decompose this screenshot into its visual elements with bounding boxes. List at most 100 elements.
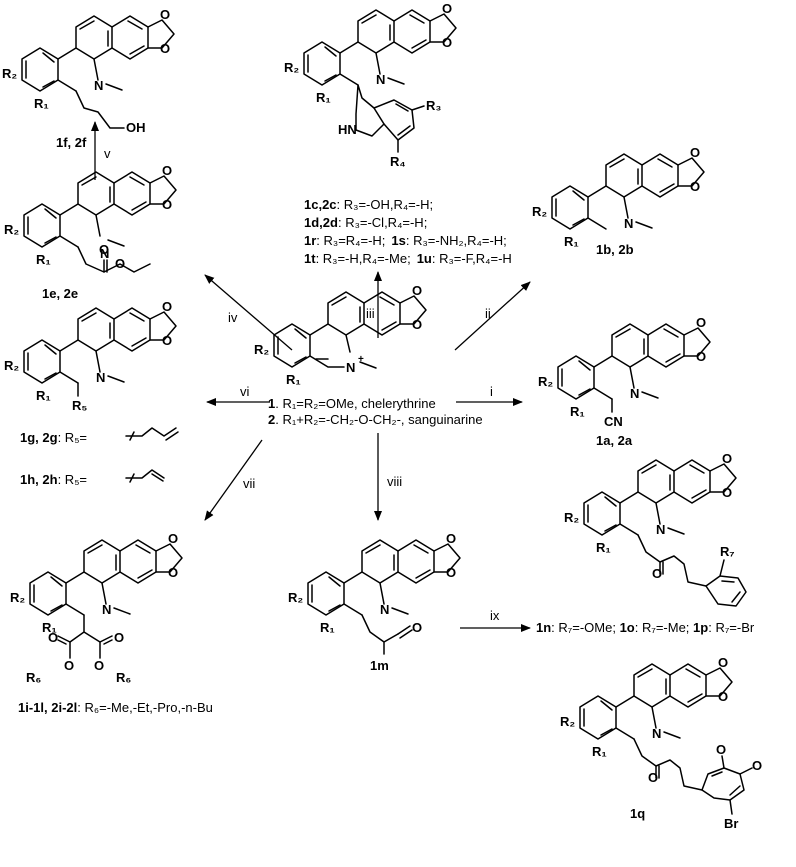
compound-1i-structure: N O O O O O O R₆ R₆ R₂ R₁: [10, 531, 183, 685]
n-atom: N: [624, 216, 633, 231]
r3-label: R₃: [426, 98, 441, 113]
ester-o: O: [94, 658, 104, 673]
definition-1c2c: : R₃=-OH,R₄=-H;: [337, 197, 434, 212]
r4-label: R₄: [390, 154, 406, 169]
r1-label: R₁: [320, 620, 335, 635]
compound-1g-line: 1g, 2g: R₅=: [20, 430, 87, 445]
ester-o: O: [115, 256, 125, 271]
compound-2-definition: 2. R₁+R₂=-CH₂-O-CH₂-, sanguinarine: [268, 412, 483, 427]
compound-1m-structure: N O O O R₂ R₁: [288, 531, 461, 655]
label-1r: 1r: [304, 233, 316, 248]
definition-1p: : R₇=-Br: [708, 620, 755, 635]
compound-1-definition: 1. R₁=R₂=OMe, chelerythrine: [268, 396, 436, 411]
o-atom: O: [168, 531, 178, 546]
o-atom: O: [162, 299, 172, 314]
label-1n: 1n: [536, 620, 551, 635]
compound-1e-label: 1e, 2e: [42, 286, 78, 301]
label-1o: 1o: [620, 620, 635, 635]
compound-1-number: 1: [268, 396, 275, 411]
label-1p: 1p: [693, 620, 708, 635]
r2-label: R₂: [10, 590, 25, 605]
compound-1n-structure: N O O O R₇ R₂ R₁: [564, 451, 747, 607]
r1-label: R₁: [596, 540, 611, 555]
n-atom: N: [656, 522, 665, 537]
o-atom: O: [162, 333, 172, 348]
vinyl-group-drawing: [125, 469, 165, 483]
compound-1h-line: 1h, 2h: R₅=: [20, 472, 87, 487]
label-1s: 1s: [391, 233, 405, 248]
label-1d2d: 1d,2d: [304, 215, 338, 230]
o-atom: O: [696, 349, 706, 364]
compound-1g-structure: N O O R₅ R₂ R₁: [4, 299, 177, 413]
r1-label: R₁: [316, 90, 331, 105]
compound-1f-label: 1f, 2f: [56, 135, 87, 150]
compound-1r-1s-line: 1r: R₃=R₄=-H;1s: R₃=-NH₂,R₄=-H;: [304, 233, 507, 248]
n-plus-atom: N: [346, 360, 355, 375]
ester-o: O: [64, 658, 74, 673]
r1-label: R₁: [34, 96, 49, 111]
compound-1a-structure: N O O CN R₂ R₁: [538, 315, 711, 429]
r2-label: R₂: [538, 374, 553, 389]
r2-label: R₂: [532, 204, 547, 219]
compound-2-text: . R₁+R₂=-CH₂-O-CH₂-, sanguinarine: [275, 412, 482, 427]
label-1c2c: 1c,2c: [304, 197, 337, 212]
ketone-o: O: [412, 620, 422, 635]
r1-label: R₁: [286, 372, 301, 387]
r2-label: R₂: [254, 342, 269, 357]
o-atom: O: [690, 179, 700, 194]
definition-1u: : R₃=-F,R₄=-H: [432, 251, 512, 266]
r7-label: R₇: [720, 544, 735, 559]
bromo-substituent: Br: [724, 816, 738, 831]
indole-nh: HN: [338, 122, 357, 137]
r2-label: R₂: [2, 66, 17, 81]
r2-label: R₂: [4, 358, 19, 373]
o-atom: O: [446, 565, 456, 580]
r2-label: R₂: [564, 510, 579, 525]
compound-2-number: 2: [268, 412, 275, 427]
n-atom: N: [100, 246, 109, 261]
o-atom: O: [690, 145, 700, 160]
r2-label: R₂: [4, 222, 19, 237]
definition-1i: : R₆=-Me,-Et,-Pro,-n-Bu: [77, 700, 213, 715]
o-atom: O: [696, 315, 706, 330]
o-atom: O: [160, 7, 170, 22]
definition-1n: : R₇=-OMe;: [551, 620, 619, 635]
o-atom: O: [162, 197, 172, 212]
label-1u: 1u: [417, 251, 432, 266]
definition-1d2d: : R₃=-Cl,R₄=-H;: [338, 215, 427, 230]
r2-label: R₂: [560, 714, 575, 729]
step-ii-label: ii: [485, 306, 491, 321]
starting-material-structure: N + O O R₂ R₁: [254, 283, 427, 387]
compound-1n-line: 1n: R₇=-OMe; 1o: R₇=-Me; 1p: R₇=-Br: [536, 620, 755, 635]
label-1g2g: 1g, 2g: [20, 430, 58, 445]
o-atom: O: [160, 41, 170, 56]
compound-1q-structure: O N O O O O Br R₂ R₁: [560, 655, 762, 831]
definition-1h2h: : R₅=: [58, 472, 87, 487]
step-vii-label: vii: [243, 476, 255, 491]
definition-1o: : R₇=-Me;: [635, 620, 693, 635]
step-viii-label: viii: [387, 474, 402, 489]
compound-1c-structure: N O O HN R₃ R₄ R₂ R₁: [284, 1, 457, 169]
n-atom: N: [630, 386, 639, 401]
plus-charge: +: [358, 354, 364, 365]
r6-label: R₆: [116, 670, 131, 685]
step-iv-label: iv: [228, 310, 238, 325]
definition-1g2g: : R₅=: [58, 430, 87, 445]
compound-1b-label: 1b, 2b: [596, 242, 634, 257]
o-atom: O: [168, 565, 178, 580]
o-atom: O: [446, 531, 456, 546]
n-atom: N: [376, 72, 385, 87]
compound-1-text: . R₁=R₂=OMe, chelerythrine: [275, 396, 435, 411]
compound-1q-label: 1q: [630, 806, 645, 821]
o-atom: O: [412, 283, 422, 298]
label-1t: 1t: [304, 251, 316, 266]
o-atom: O: [722, 451, 732, 466]
oh-group: OH: [126, 120, 146, 135]
arrow-vii: [204, 439, 263, 521]
methoxy-o: O: [716, 742, 726, 757]
r2-label: R₂: [288, 590, 303, 605]
compound-1e-structure: N O O O O R₂ R₁: [4, 163, 177, 273]
o-atom: O: [442, 1, 452, 16]
o-atom: O: [162, 163, 172, 178]
